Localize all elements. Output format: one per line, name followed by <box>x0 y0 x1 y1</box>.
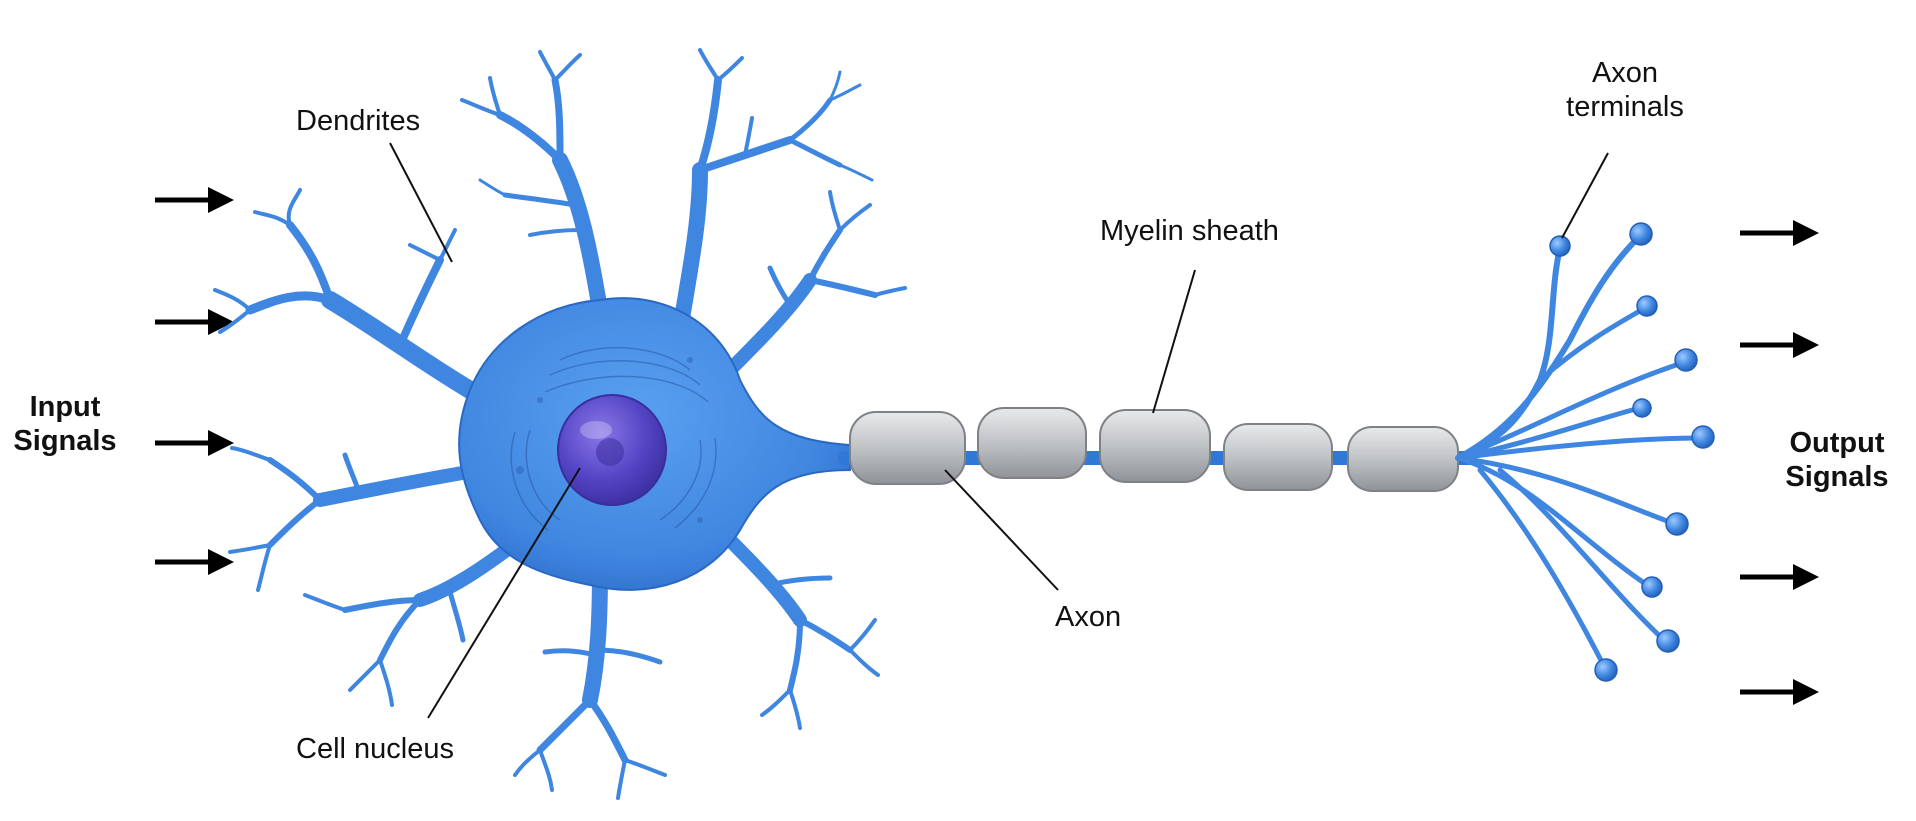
dendrites-leader <box>389 142 453 263</box>
input-arrows <box>155 187 234 575</box>
output-signals-line-2: Signals <box>1785 461 1889 494</box>
organelle-dots <box>516 357 703 523</box>
terminal-bulb <box>1594 658 1618 682</box>
myelin-segment <box>1223 423 1333 491</box>
endoplasmic-reticulum <box>510 346 717 531</box>
axon-terminals-leader <box>1561 152 1609 239</box>
axon-leader <box>944 469 1059 591</box>
axon-terminals-line-2: terminals <box>1566 91 1684 124</box>
dendrites-label: Dendrites <box>296 105 421 137</box>
terminal-bulb <box>1674 348 1698 372</box>
myelin-segment <box>1347 426 1459 492</box>
input-arrow <box>155 309 234 335</box>
cell-nucleus-leader <box>427 467 581 719</box>
axon-terminals-line-1: Axon <box>1591 57 1659 89</box>
myelin-sheath-label: Myelin sheath <box>1100 215 1279 247</box>
cell-nucleus-label: Cell nucleus <box>296 733 454 765</box>
axon-terminals-label: Axon terminals <box>1545 56 1705 124</box>
axon-terminals <box>1455 222 1715 682</box>
terminal-bulb <box>1665 512 1689 536</box>
myelin-segment <box>849 411 966 485</box>
myelin-segment <box>977 407 1087 479</box>
input-signals-label: Input Signals <box>0 390 130 458</box>
input-signals-line-2: Signals <box>13 425 117 458</box>
input-signals-line-1: Input <box>29 391 101 423</box>
myelin-sheath <box>849 407 1459 492</box>
dendrites <box>213 48 907 800</box>
output-arrow <box>1740 679 1819 705</box>
leader-lines <box>389 142 1609 719</box>
axon-label: Axon <box>1055 601 1122 633</box>
terminal-bulb <box>1629 222 1653 246</box>
output-arrow <box>1740 220 1819 246</box>
output-arrow <box>1740 332 1819 358</box>
input-arrow <box>155 430 234 456</box>
output-signals-line-1: Output <box>1789 427 1885 459</box>
terminal-bulb <box>1656 629 1680 653</box>
myelin-segment <box>1099 409 1211 483</box>
input-arrow <box>155 187 234 213</box>
terminal-bulb <box>1632 398 1652 418</box>
output-arrows <box>1740 220 1819 705</box>
myelin-sheath-leader <box>1152 269 1196 414</box>
input-arrow <box>155 549 234 575</box>
output-arrow <box>1740 564 1819 590</box>
terminal-bulb <box>1549 235 1571 257</box>
output-signals-label: Output Signals <box>1762 426 1912 494</box>
cell-nucleus <box>557 394 667 506</box>
terminal-bulb <box>1691 425 1715 449</box>
terminal-bulb <box>1636 295 1658 317</box>
terminal-bulb <box>1641 576 1663 598</box>
